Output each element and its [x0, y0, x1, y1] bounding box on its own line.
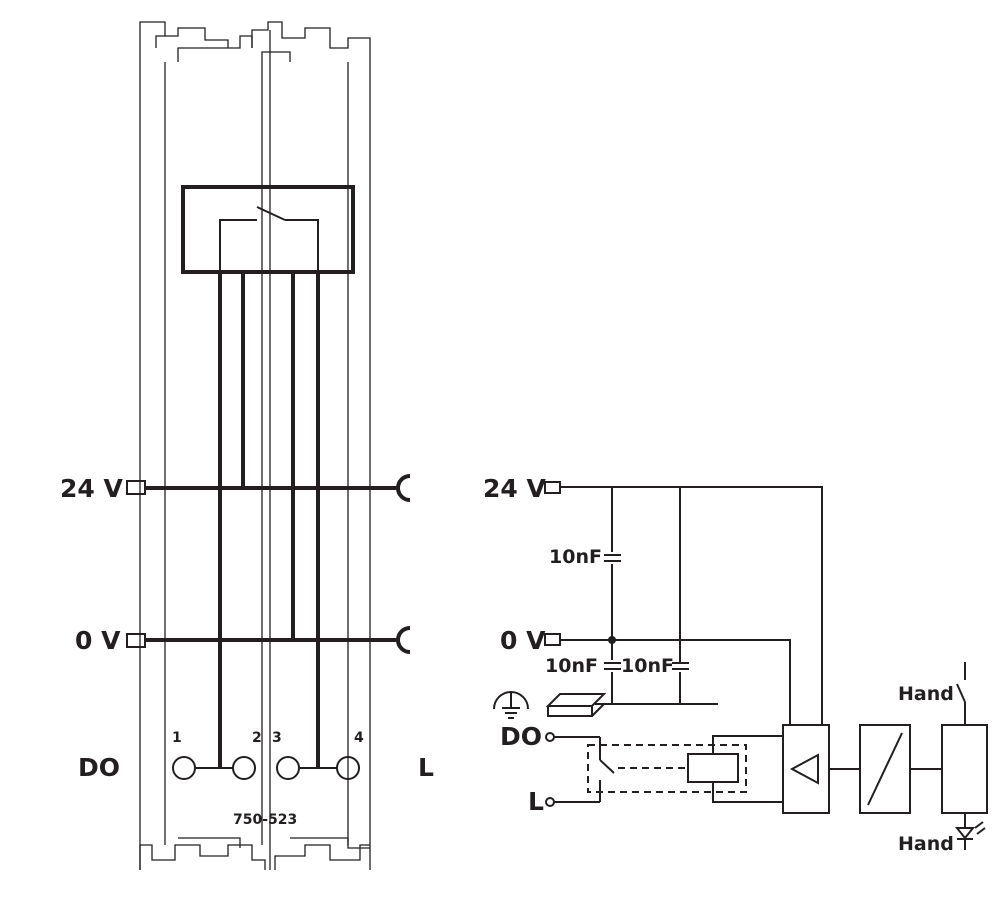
terminal-1-label: 1	[172, 730, 182, 746]
capacitor-lower-left-label: 10nF	[545, 655, 598, 677]
switch-icon	[956, 683, 966, 703]
terminal-2	[232, 756, 256, 780]
hand-top-label: Hand	[898, 683, 954, 705]
terminal-square-icon	[544, 481, 561, 494]
terminal-square-icon	[126, 480, 146, 495]
rail-0v-left: 0 V	[75, 626, 411, 655]
spring-contact-icon	[396, 626, 411, 654]
schematic-24v-label: 24 V	[483, 474, 546, 503]
spring-contact-icon	[396, 474, 411, 502]
terminal-row: 1 2 3 4 DO L 750-523	[78, 730, 434, 828]
hand-bottom-label: Hand	[898, 833, 954, 855]
terminal-3	[276, 756, 300, 780]
switch-icon	[256, 206, 286, 221]
capacitor-icon	[604, 554, 621, 562]
l-terminal	[545, 797, 555, 807]
schematic-l-label: L	[528, 787, 544, 816]
terminal-2-label: 2	[252, 730, 262, 746]
rail-0v-label: 0 V	[75, 626, 121, 655]
do-row-label: DO	[78, 753, 120, 782]
capacitor-lower-right-label: 10nF	[621, 655, 674, 677]
relay-coil-icon	[687, 753, 739, 783]
capacitor-icon	[672, 662, 689, 670]
switch-box	[181, 185, 355, 285]
l-row-label: L	[418, 753, 434, 782]
schematic-0v-label: 0 V	[500, 626, 546, 655]
terminal-square-icon	[544, 633, 561, 646]
led-icon	[954, 821, 986, 850]
module-housing	[139, 21, 371, 870]
capacitor-upper-label: 10nF	[549, 546, 602, 568]
schematic: 24 V 10nF 0 V 10nF 10nF	[483, 474, 988, 855]
capacitor-icon	[604, 662, 621, 670]
hand-block	[941, 724, 988, 814]
terminal-square-icon	[126, 633, 146, 648]
din-rail-icon	[545, 693, 607, 717]
terminal-4-label: 4	[354, 730, 364, 746]
terminal-4	[336, 756, 360, 780]
rail-24v-left: 24 V	[60, 474, 411, 503]
earth-ground-icon	[493, 691, 529, 719]
conductors	[218, 272, 320, 768]
switch-icon	[599, 759, 615, 774]
rail-24v-label: 24 V	[60, 474, 123, 503]
terminal-1	[172, 756, 196, 780]
do-terminal	[545, 732, 555, 742]
terminal-3-label: 3	[272, 730, 282, 746]
schematic-do-label: DO	[500, 722, 542, 751]
module-number: 750-523	[233, 812, 297, 828]
